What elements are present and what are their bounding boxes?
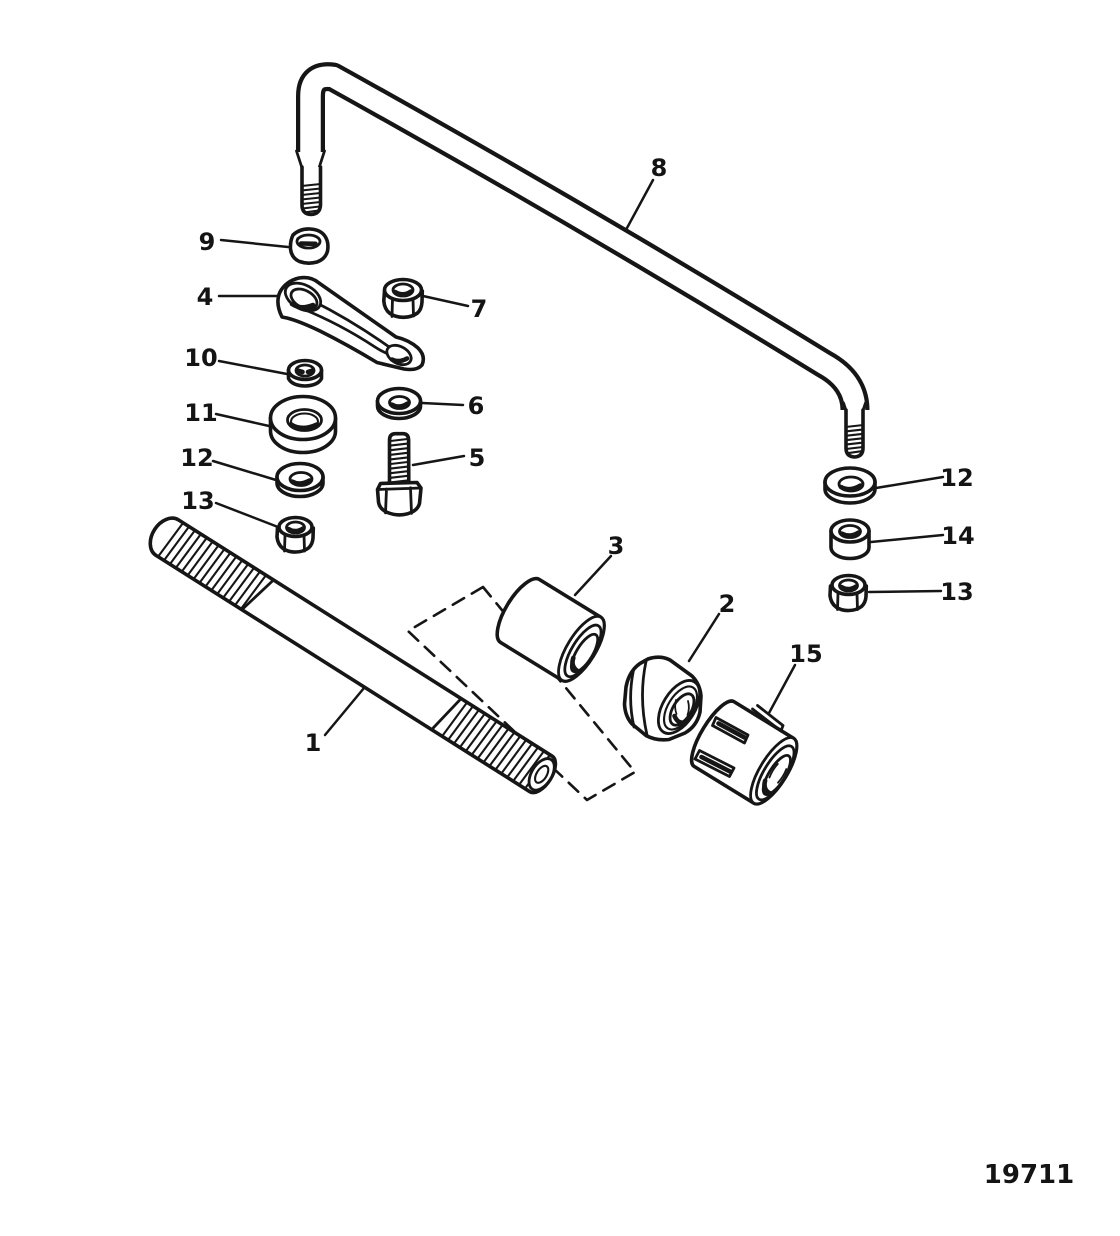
leader-2 (687, 612, 721, 663)
hexnut2-facets (629, 660, 649, 737)
washer6-shadow (389, 401, 410, 409)
leader-1 (323, 686, 366, 737)
bracket-hole-small-shadow (389, 356, 410, 364)
part-3-spacer-sleeve (495, 576, 606, 683)
coupler-bore-shadow (762, 778, 774, 797)
washer12l-face (275, 461, 325, 493)
locknut13l-insert (286, 526, 306, 534)
part-12-washer-right (823, 466, 877, 505)
callout-label-6: 6 (468, 392, 485, 420)
callout-labels: 8 9 4 7 10 6 11 5 12 13 1 3 2 15 12 14 1… (180, 154, 974, 757)
cap-nut-notch (296, 237, 300, 246)
leader-9 (219, 238, 290, 249)
callout-label-13-right: 13 (940, 578, 973, 606)
assembly-axis-dashed-outline (406, 585, 637, 802)
callout-label-8: 8 (651, 154, 668, 182)
leader-12-right (874, 475, 945, 490)
right-stub-threads (844, 423, 865, 455)
flange-nut-slots (295, 368, 316, 375)
part-4-bracket (276, 275, 426, 372)
part-9-cap-nut (288, 227, 330, 265)
locknut7-insert (392, 289, 414, 297)
part-10-flange-nut (286, 358, 324, 388)
callout-label-15: 15 (789, 640, 822, 668)
bracket-hole-large-shadow (289, 301, 316, 310)
leader-15 (767, 663, 797, 715)
spacer14-shadow (839, 530, 861, 538)
part-13-locknut-right (828, 573, 869, 613)
leader-5 (411, 454, 466, 467)
coupler-bore (761, 753, 792, 797)
leader-14 (869, 533, 945, 544)
callout-label-12-right: 12 (940, 464, 973, 492)
sleeve-bore-shadow (570, 655, 581, 674)
link-rod-body (300, 66, 866, 411)
tie-rod-threads-right (441, 701, 551, 790)
hexnut2-bore-threads (674, 699, 690, 716)
leader-6 (420, 401, 465, 407)
coupler-bore-threads (768, 762, 788, 784)
leader-11 (214, 412, 271, 428)
leader-7 (421, 294, 470, 308)
part-8-link-rod (295, 62, 870, 459)
left-stub-taper (295, 149, 326, 170)
callout-label-7: 7 (471, 295, 488, 323)
part-14-spacer (829, 518, 871, 561)
locknut7-facets (390, 297, 415, 318)
washer6-face (375, 386, 423, 416)
leader-13-left (214, 501, 280, 529)
tie-rod-threads-left (157, 522, 267, 610)
callout-label-10: 10 (184, 344, 217, 372)
locknut13r-insert (839, 584, 859, 592)
leader-8 (625, 178, 655, 230)
washer12l-shadow (289, 478, 312, 486)
drawing-number: 19711 (984, 1160, 1074, 1190)
leader-lines (211, 178, 945, 737)
part-12-washer-left (275, 461, 325, 499)
callout-label-2: 2 (719, 590, 736, 618)
left-stub-threads (300, 182, 322, 214)
part-13-locknut-left (275, 515, 316, 554)
hexnut2-bore-shadow (672, 713, 690, 725)
part-15-coupler (689, 699, 799, 806)
callout-label-1: 1 (305, 729, 322, 757)
washer12r-face (823, 466, 877, 498)
locknut13r-facets (836, 592, 859, 611)
locknut7-top (382, 277, 424, 303)
part-11-bushing (268, 394, 338, 455)
right-stub (844, 408, 865, 459)
part-1-tie-rod (148, 516, 558, 795)
callout-label-13-left: 13 (181, 487, 214, 515)
leader-10 (217, 359, 289, 376)
bushing11-face (268, 394, 338, 442)
callout-label-9: 9 (199, 228, 216, 256)
callout-label-5: 5 (469, 444, 486, 472)
leader-12-left (211, 459, 278, 482)
callout-label-4: 4 (197, 283, 214, 311)
callout-label-12-left: 12 (180, 444, 213, 472)
part-6-washer (375, 386, 423, 421)
bolt-head-facets (376, 486, 423, 515)
washer12r-shadow (838, 483, 863, 492)
leader-13-right (867, 589, 943, 594)
spacer14-top (829, 518, 871, 544)
leader-3 (573, 554, 613, 597)
tie-rod-thread-runout (241, 580, 462, 730)
coupler-tab (751, 704, 785, 733)
callout-label-3: 3 (608, 532, 625, 560)
callout-label-11: 11 (184, 399, 217, 427)
callout-label-14: 14 (941, 522, 974, 550)
coupler-slot-upper-shadow (716, 721, 747, 740)
tie-rod-end-bore (534, 764, 550, 784)
coupler-slot-lower-shadow (699, 754, 733, 774)
part-5-bolt (375, 431, 423, 517)
locknut13l-facets (283, 533, 306, 553)
part-7-locknut (382, 277, 425, 320)
sleeve-bore (569, 632, 600, 674)
hexnut2-ring (662, 685, 699, 731)
bushing11-shadow (288, 422, 320, 431)
bolt-shank (387, 431, 411, 491)
part-2-hex-nut (622, 655, 703, 742)
